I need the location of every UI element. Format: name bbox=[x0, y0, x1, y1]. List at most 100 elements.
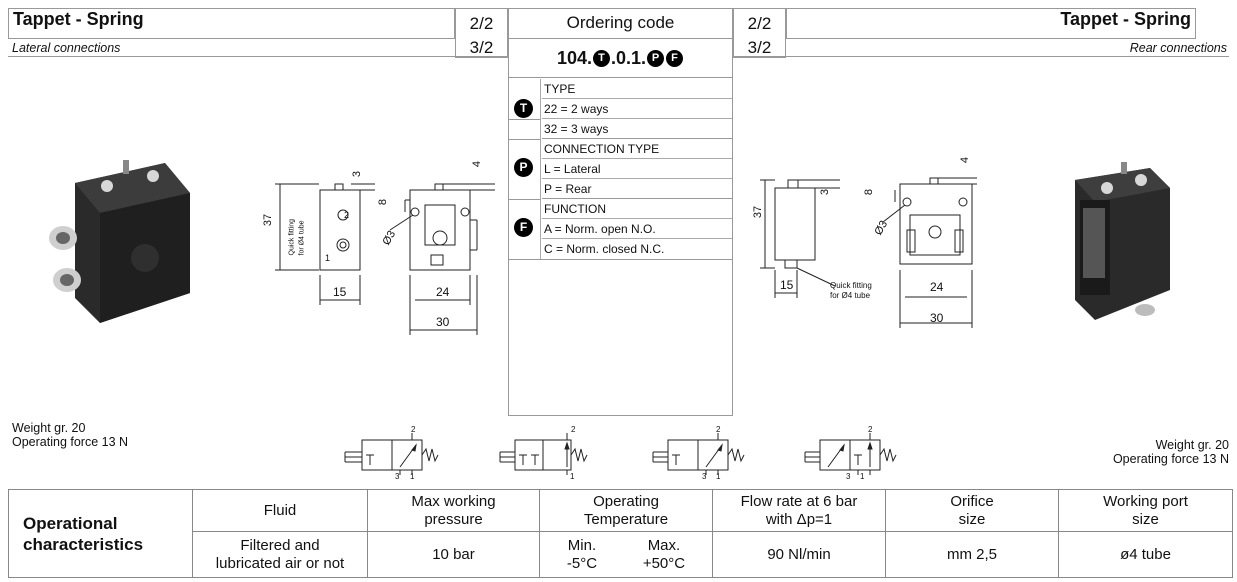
left-dim-24: 24 bbox=[436, 285, 450, 299]
right-fitting-label-1: Quick fitting bbox=[830, 281, 872, 290]
valve-photo-left bbox=[49, 160, 190, 323]
col-header-orifice-1: Orifice bbox=[950, 492, 994, 510]
right-ways-bottom: 3/2 bbox=[733, 38, 786, 58]
value-fluid-2: lubricated air or not bbox=[215, 554, 345, 572]
left-dim-37: 37 bbox=[262, 213, 275, 227]
left-fitting-label-2: for Ø4 tube bbox=[298, 220, 306, 256]
left-subtitle: Lateral connections bbox=[12, 41, 121, 55]
group-connection-option-1: L = Lateral bbox=[542, 159, 732, 179]
pneumatic-symbol-1 bbox=[344, 433, 439, 475]
right-dim-8: 8 bbox=[863, 188, 876, 196]
pneumatic-symbol-2 bbox=[499, 433, 588, 475]
col-header-pressure-2: pressure bbox=[424, 510, 483, 528]
right-weight: Weight gr. 20 bbox=[1155, 438, 1229, 452]
left-weight: Weight gr. 20 bbox=[12, 421, 86, 435]
group-type-option-2: 32 = 3 ways bbox=[542, 119, 732, 139]
pneumatic-symbol-4 bbox=[804, 433, 897, 475]
col-header-fluid-text: Fluid bbox=[263, 501, 297, 519]
col-header-port-2: size bbox=[1132, 510, 1159, 528]
group-type-badge-icon: T bbox=[514, 99, 533, 118]
group-type-option-1: 22 = 2 ways bbox=[542, 99, 732, 119]
col-header-pressure-1: Max working bbox=[411, 492, 496, 510]
left-port-1: 1 bbox=[325, 253, 331, 263]
left-dim-8: 8 bbox=[377, 198, 390, 206]
badge-t-icon: T bbox=[593, 50, 610, 67]
left-ways-top: 2/2 bbox=[455, 8, 508, 39]
value-port: ø4 tube bbox=[1058, 531, 1233, 578]
symbol-3-port-3: 3 bbox=[702, 472, 707, 481]
right-dim-37: 37 bbox=[752, 205, 765, 219]
left-ways-bottom: 3/2 bbox=[455, 38, 508, 58]
group-type-title: TYPE bbox=[542, 79, 732, 99]
symbol-1-port-1: 1 bbox=[410, 472, 415, 481]
symbol-1-port-3: 3 bbox=[395, 472, 400, 481]
col-header-temperature-1: Operating bbox=[593, 492, 659, 510]
badge-p-icon: P bbox=[647, 50, 665, 67]
temp-max-value: +50°C bbox=[642, 554, 686, 572]
valve-photo-right bbox=[1075, 162, 1170, 320]
temp-min-value: -5°C bbox=[566, 554, 598, 572]
left-divider bbox=[8, 56, 508, 57]
left-dim-15: 15 bbox=[333, 285, 347, 299]
ordering-panel bbox=[508, 8, 733, 416]
group-connection-title: CONNECTION TYPE bbox=[542, 139, 732, 159]
drawing-left bbox=[275, 183, 495, 335]
ordering-heading: Ordering code bbox=[508, 8, 733, 39]
left-dim-3: 3 bbox=[351, 170, 364, 178]
operational-heading: Operational characteristics bbox=[8, 489, 193, 578]
temp-max-label: Max. bbox=[647, 536, 681, 554]
group-connection-option-2: P = Rear bbox=[542, 179, 732, 199]
ordering-groups bbox=[508, 79, 733, 260]
value-orifice: mm 2,5 bbox=[885, 531, 1059, 578]
col-header-temperature-2: Temperature bbox=[583, 510, 669, 528]
right-dim-4: 4 bbox=[959, 156, 972, 164]
temp-min-label: Min. bbox=[567, 536, 597, 554]
symbol-4-port-1: 1 bbox=[860, 472, 865, 481]
left-title-box: Tappet - Spring bbox=[8, 8, 455, 39]
right-dim-24: 24 bbox=[930, 280, 944, 294]
left-fitting-label-1: Quick fitting bbox=[288, 218, 296, 256]
value-flow: 90 Nl/min bbox=[712, 531, 886, 578]
right-dim-15: 15 bbox=[780, 278, 794, 292]
left-title: Tappet - Spring bbox=[13, 9, 144, 29]
operational-heading-line-2: characteristics bbox=[23, 534, 144, 554]
col-header-flow-2: with Δp=1 bbox=[765, 510, 833, 528]
left-dim-4: 4 bbox=[471, 160, 484, 168]
right-dim-30: 30 bbox=[930, 311, 944, 325]
right-specs: Weight gr. 20 Operating force 13 N bbox=[1113, 438, 1229, 466]
col-header-flow-1: Flow rate at 6 bar bbox=[740, 492, 858, 510]
left-dim-30: 30 bbox=[436, 315, 450, 329]
ordering-code-mid: .0.1. bbox=[611, 48, 647, 68]
symbol-2-port-1: 1 bbox=[570, 472, 575, 481]
left-port-2: 2 bbox=[344, 210, 350, 220]
ordering-code-prefix: 104. bbox=[556, 48, 592, 68]
symbol-1-port-2: 2 bbox=[411, 425, 416, 434]
group-function-option-1: A = Norm. open N.O. bbox=[542, 219, 732, 239]
group-connection-badge-icon: P bbox=[514, 158, 533, 177]
ordering-sep-line bbox=[508, 119, 540, 120]
right-dim-3: 3 bbox=[819, 188, 832, 196]
ordering-sep-line-3 bbox=[508, 139, 540, 140]
symbol-2-port-2: 2 bbox=[571, 425, 576, 434]
right-fitting-label-2: for Ø4 tube bbox=[830, 291, 871, 300]
operational-heading-line-1: Operational bbox=[23, 513, 118, 533]
symbol-4-port-3: 3 bbox=[846, 472, 851, 481]
col-header-orifice-2: size bbox=[958, 510, 986, 528]
right-divider bbox=[733, 56, 1229, 57]
drawing-right bbox=[760, 177, 977, 328]
ordering-col-line bbox=[540, 79, 541, 259]
left-force: Operating force 13 N bbox=[12, 435, 129, 449]
group-function-badge-icon: F bbox=[514, 218, 533, 237]
pneumatic-symbol-3 bbox=[652, 433, 745, 475]
left-specs: Weight gr. 20 Operating force 13 N bbox=[12, 421, 128, 449]
ordering-sep-line-2 bbox=[508, 199, 540, 200]
value-temperature: Min.-5°C Max.+50°C bbox=[539, 531, 713, 578]
col-header-port-1: Working port bbox=[1103, 492, 1188, 510]
symbol-3-port-1: 1 bbox=[716, 472, 721, 481]
